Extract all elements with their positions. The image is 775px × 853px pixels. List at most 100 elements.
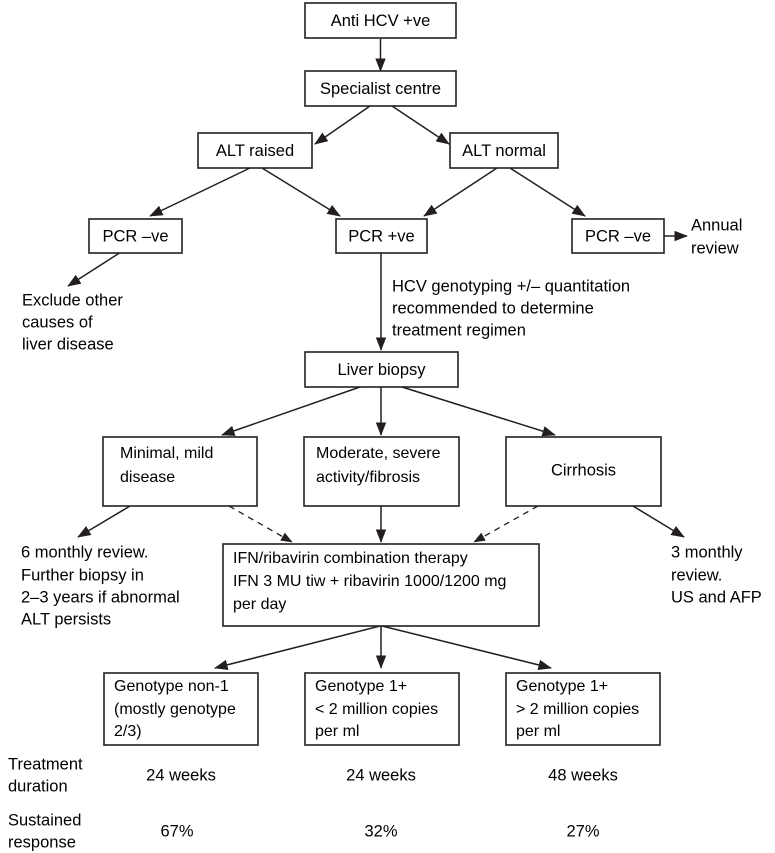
connector-cirrhosis-to-therapy-dashed	[473, 505, 539, 543]
summary-value-treatment-duration-col2: 24 weeks	[346, 766, 416, 784]
node-alt-raised[interactable]: ALT raised	[197, 132, 313, 169]
annotation-three-monthly-line3: US and AFP	[671, 588, 762, 606]
node-box-combination-therapy[interactable]	[222, 543, 540, 627]
node-label-moderate-severe-line1: Moderate, severe	[316, 445, 441, 462]
node-moderate-severe[interactable]: Moderate, severe activity/fibrosis	[303, 436, 460, 507]
connector-therapy-to-genotype-non1	[214, 625, 381, 670]
node-box-pcr-negative-right[interactable]	[571, 218, 665, 254]
summary-value-treatment-duration-col3: 48 weeks	[548, 766, 618, 784]
connector-specialist-to-altnormal	[391, 105, 450, 145]
connector-altraised-to-pcrneg-left	[149, 167, 251, 217]
summary-label-treatment-duration-line1: Treatment	[8, 755, 83, 773]
annotation-six-monthly-line1: 6 monthly review.	[21, 543, 148, 561]
annotation-six-monthly-review: 6 monthly review. Further biopsy in 2–3 …	[21, 543, 180, 628]
node-alt-normal[interactable]: ALT normal	[449, 132, 559, 169]
node-genotype-1-low[interactable]: Genotype 1+ < 2 million copies per ml	[304, 672, 460, 746]
node-pcr-negative-right[interactable]: PCR –ve	[571, 218, 665, 254]
node-genotype-1-high[interactable]: Genotype 1+ > 2 million copies per ml	[505, 672, 661, 746]
connector-biopsy-to-cirrhosis	[401, 386, 556, 437]
node-box-minimal-mild[interactable]	[102, 436, 258, 507]
node-label-pcr-negative-right: PCR –ve	[585, 227, 651, 245]
node-box-moderate-severe[interactable]	[303, 436, 460, 507]
node-label-alt-raised: ALT raised	[216, 142, 294, 160]
annotation-six-monthly-line2: Further biopsy in	[21, 566, 144, 584]
connector-therapy-to-genotype-high	[381, 625, 552, 671]
node-label-genotype-non-1-line2: (mostly genotype	[114, 701, 236, 718]
connector-altnormal-to-pcrpos	[423, 167, 498, 217]
node-box-genotype-1-high[interactable]	[505, 672, 661, 746]
node-label-specialist-centre: Specialist centre	[320, 80, 441, 98]
node-label-anti-hcv: Anti HCV +ve	[331, 12, 431, 30]
node-label-genotype-1-high-line3: per ml	[516, 723, 560, 740]
node-combination-therapy[interactable]: IFN/ribavirin combination therapy IFN 3 …	[222, 543, 540, 627]
connector-group	[67, 39, 688, 671]
node-label-genotype-non-1-line1: Genotype non-1	[114, 678, 229, 695]
node-pcr-positive[interactable]: PCR +ve	[335, 218, 428, 254]
node-genotype-non-1[interactable]: Genotype non-1 (mostly genotype 2/3)	[103, 672, 259, 746]
connector-altraised-to-pcrpos	[261, 167, 341, 217]
annotation-annual-review-line2: review	[691, 239, 739, 257]
annotation-six-monthly-line4: ALT persists	[21, 610, 111, 628]
annotation-exclude-line2: causes of	[22, 313, 93, 331]
node-box-genotype-non-1[interactable]	[103, 672, 259, 746]
summary-value-sustained-response-col2: 32%	[364, 822, 397, 840]
connector-minimal-to-therapy-dashed	[228, 505, 293, 543]
annotation-three-monthly-review: 3 monthly review. US and AFP	[671, 543, 762, 606]
node-specialist-centre[interactable]: Specialist centre	[304, 70, 457, 107]
annotation-exclude-other-causes: Exclude other causes of liver disease	[22, 291, 123, 353]
node-box-anti-hcv[interactable]	[304, 2, 457, 39]
annotation-three-monthly-line1: 3 monthly	[671, 543, 743, 561]
node-label-genotype-1-low-line3: per ml	[315, 723, 359, 740]
connector-altnormal-to-pcrneg-right	[509, 167, 586, 217]
connector-biopsy-to-minimal	[221, 386, 361, 436]
node-label-genotype-1-high-line1: Genotype 1+	[516, 678, 608, 695]
node-label-alt-normal: ALT normal	[462, 142, 546, 160]
connector-pcrneg-left-to-exclude	[67, 251, 122, 287]
annotation-genotyping-line1: HCV genotyping +/– quantitation	[392, 277, 630, 295]
node-box-specialist-centre[interactable]	[304, 70, 457, 107]
annotation-three-monthly-line2: review.	[671, 566, 722, 584]
node-liver-biopsy[interactable]: Liver biopsy	[304, 351, 459, 388]
annotation-annual-review: Annual review	[691, 216, 742, 257]
summary-value-sustained-response-col3: 27%	[566, 822, 599, 840]
node-label-genotype-1-low-line2: < 2 million copies	[315, 701, 438, 718]
connector-cirrhosis-to-threemonthly	[632, 505, 685, 538]
node-label-moderate-severe-line2: activity/fibrosis	[316, 469, 420, 486]
node-label-therapy-line3: per day	[233, 596, 286, 613]
annotation-exclude-line3: liver disease	[22, 335, 114, 353]
node-box-genotype-1-low[interactable]	[304, 672, 460, 746]
node-label-pcr-negative-left: PCR –ve	[102, 227, 168, 245]
annotation-exclude-line1: Exclude other	[22, 291, 123, 309]
node-label-therapy-line1: IFN/ribavirin combination therapy	[233, 550, 468, 567]
node-cirrhosis[interactable]: Cirrhosis	[505, 436, 662, 507]
summary-row-treatment-duration: Treatment duration 24 weeks 24 weeks 48 …	[8, 755, 618, 795]
node-box-liver-biopsy[interactable]	[304, 351, 459, 388]
summary-value-treatment-duration-col1: 24 weeks	[146, 766, 216, 784]
node-box-cirrhosis[interactable]	[505, 436, 662, 507]
node-label-minimal-mild-line2: disease	[120, 469, 175, 486]
summary-value-sustained-response-col1: 67%	[160, 822, 193, 840]
node-label-therapy-line2: IFN 3 MU tiw + ribavirin 1000/1200 mg	[233, 573, 506, 590]
node-pcr-negative-left[interactable]: PCR –ve	[88, 218, 183, 254]
node-box-pcr-negative-left[interactable]	[88, 218, 183, 254]
node-anti-hcv[interactable]: Anti HCV +ve	[304, 2, 457, 39]
annotation-genotyping-line2: recommended to determine	[392, 299, 594, 317]
annotation-genotyping-note: HCV genotyping +/– quantitation recommen…	[392, 277, 630, 339]
node-label-minimal-mild-line1: Minimal, mild	[120, 445, 213, 462]
annotation-annual-review-line1: Annual	[691, 216, 742, 234]
node-label-pcr-positive: PCR +ve	[348, 227, 414, 245]
node-box-alt-raised[interactable]	[197, 132, 313, 169]
node-box-pcr-positive[interactable]	[335, 218, 428, 254]
summary-row-sustained-response: Sustained response 67% 32% 27%	[8, 811, 600, 851]
summary-label-sustained-response-line2: response	[8, 833, 76, 851]
annotation-genotyping-line3: treatment regimen	[392, 321, 526, 339]
annotation-six-monthly-line3: 2–3 years if abnormal	[21, 588, 180, 606]
node-label-cirrhosis: Cirrhosis	[551, 461, 616, 479]
node-box-alt-normal[interactable]	[449, 132, 559, 169]
node-label-genotype-1-high-line2: > 2 million copies	[516, 701, 639, 718]
summary-label-sustained-response-line1: Sustained	[8, 811, 81, 829]
node-minimal-mild[interactable]: Minimal, mild disease	[102, 436, 258, 507]
connector-specialist-to-altraised	[314, 105, 371, 145]
